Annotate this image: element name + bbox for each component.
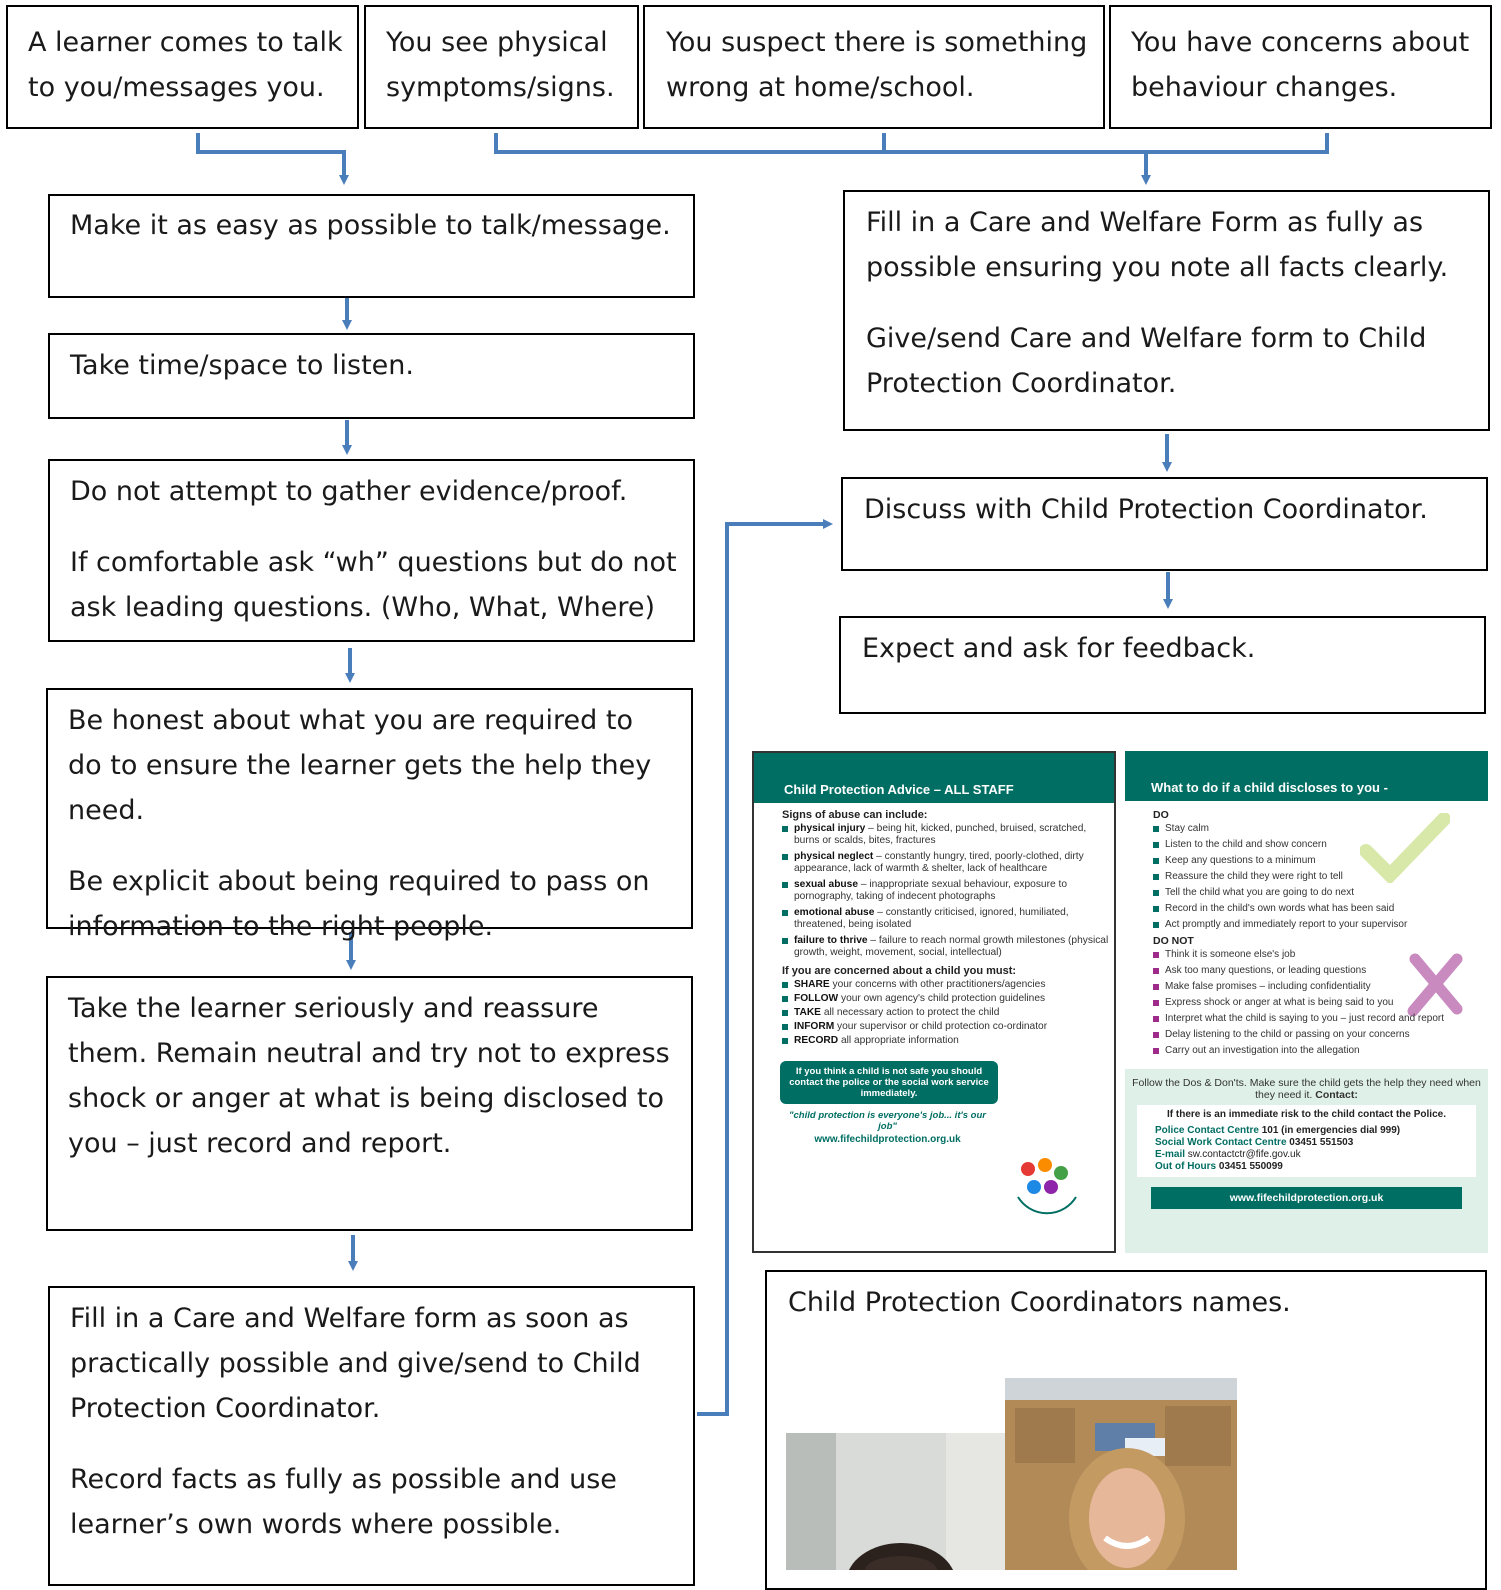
list-item: Delay listening to the child or passing … (1153, 1027, 1488, 1043)
police-notice: If you think a child is not safe you sho… (780, 1061, 998, 1104)
email-contact: E-mail sw.contactctr@fife.gov.uk (1155, 1149, 1301, 1160)
list-item: Carry out an investigation into the alle… (1153, 1043, 1488, 1059)
trigger-behaviour-changes: You have concerns about behaviour change… (1109, 5, 1492, 129)
step-no-evidence: Do not attempt to gather evidence/proof.… (48, 459, 695, 642)
signs-heading: Signs of abuse can include: (782, 809, 928, 821)
committee-logo-icon (1017, 1158, 1077, 1215)
connector-triggers-right (494, 133, 1329, 154)
step-fill-form: Fill in a Care and Welfare form as soon … (48, 1286, 695, 1586)
follow-text: Follow the Dos & Don'ts. Make sure the c… (1132, 1077, 1481, 1101)
list-item: failure to thrive – failure to reach nor… (782, 935, 1114, 959)
step-listen: Take time/space to listen. (48, 333, 695, 419)
slogan: "child protection is everyone's job... i… (789, 1110, 986, 1132)
poster-what-to-do: What to do if a child discloses to you -… (1125, 751, 1488, 1253)
list-item: RECORD all appropriate information (782, 1035, 1114, 1047)
list-item: physical injury – being hit, kicked, pun… (782, 823, 1114, 847)
list-item: SHARE your concerns with other practitio… (782, 979, 1114, 991)
list-item: Interpret what the child is saying to yo… (1153, 1011, 1488, 1027)
step-fill-welfare-form: Fill in a Care and Welfare Form as fully… (843, 190, 1490, 431)
cross-mark-icon (1407, 953, 1463, 1016)
list-item: TAKE all necessary action to protect the… (782, 1007, 1114, 1019)
poster-child-protection-advice: Child Protection Advice – ALL STAFF Sign… (752, 751, 1116, 1253)
list-item: Make false promises – including confiden… (1153, 979, 1488, 995)
step-expect-feedback: Expect and ask for feedback. (839, 616, 1486, 714)
signs-list: physical injury – being hit, kicked, pun… (754, 823, 1114, 959)
do-list: Stay calm Listen to the child and show c… (1125, 821, 1488, 933)
out-of-hours-contact: Out of Hours 03451 550099 (1155, 1161, 1283, 1172)
poster-left-url: www.fifechildprotection.org.uk (814, 1134, 961, 1145)
list-item: INFORM your supervisor or child protecti… (782, 1021, 1114, 1033)
person-photo-icon (786, 1433, 1008, 1570)
list-item: sexual abuse – inappropriate sexual beha… (782, 879, 1114, 903)
list-item: Listen to the child and show concern (1153, 837, 1488, 853)
trigger-physical-signs: You see physical symptoms/signs. (364, 5, 639, 129)
coordinators-title: Child Protection Coordinators names. (788, 1287, 1291, 1318)
contact-details: If there is an immediate risk to the chi… (1137, 1105, 1476, 1177)
list-item: FOLLOW your own agency's child protectio… (782, 993, 1114, 1005)
dont-label: DO NOT (1153, 935, 1194, 947)
list-item: Act promptly and immediately report to y… (1153, 917, 1488, 933)
list-item: Think it is someone else's job (1153, 947, 1488, 963)
list-item: Keep any questions to a minimum (1153, 853, 1488, 869)
connector-trigger1 (196, 133, 349, 185)
check-mark-icon (1360, 813, 1450, 883)
coordinator-photo-2 (1005, 1378, 1237, 1570)
person-photo-icon (1005, 1378, 1237, 1570)
poster-right-title: What to do if a child discloses to you - (1125, 751, 1488, 801)
list-item: Record in the child's own words what has… (1153, 901, 1488, 917)
list-item: physical neglect – constantly hungry, ti… (782, 851, 1114, 875)
do-label: DO (1153, 809, 1169, 821)
list-item: Ask too many questions, or leading quest… (1153, 963, 1488, 979)
list-item: Tell the child what you are going to do … (1153, 885, 1488, 901)
poster-left-title: Child Protection Advice – ALL STAFF (754, 753, 1114, 803)
step-make-it-easy: Make it as easy as possible to talk/mess… (48, 194, 695, 298)
risk-text: If there is an immediate risk to the chi… (1167, 1109, 1446, 1120)
poster-right-url: www.fifechildprotection.org.uk (1151, 1187, 1462, 1209)
list-item: emotional abuse – constantly criticised,… (782, 907, 1114, 931)
police-contact: Police Contact Centre 101 (in emergencie… (1155, 1125, 1401, 1136)
step-be-honest: Be honest about what you are required to… (46, 688, 693, 942)
trigger-suspect-home-school: You suspect there is something wrong at … (643, 5, 1105, 129)
trigger-learner-talks: A learner comes to talk to you/messages … (6, 5, 359, 129)
contact-panel: Follow the Dos & Don'ts. Make sure the c… (1125, 1069, 1488, 1253)
list-item: Reassure the child they were right to te… (1153, 869, 1488, 885)
step-discuss-coordinator: Discuss with Child Protection Coordinato… (841, 477, 1488, 571)
social-work-contact: Social Work Contact Centre 03451 551503 (1155, 1137, 1354, 1148)
connector-s6-to-discuss (697, 519, 833, 1416)
list-item: Stay calm (1153, 821, 1488, 837)
list-item: Express shock or anger at what is being … (1153, 995, 1488, 1011)
coordinator-photo-1 (786, 1433, 1008, 1570)
dont-list: Think it is someone else's job Ask too m… (1125, 947, 1488, 1059)
must-list: SHARE your concerns with other practitio… (754, 979, 1114, 1047)
step-take-seriously: Take the learner seriously and reassure … (46, 976, 693, 1231)
must-heading: If you are concerned about a child you m… (782, 965, 1017, 977)
